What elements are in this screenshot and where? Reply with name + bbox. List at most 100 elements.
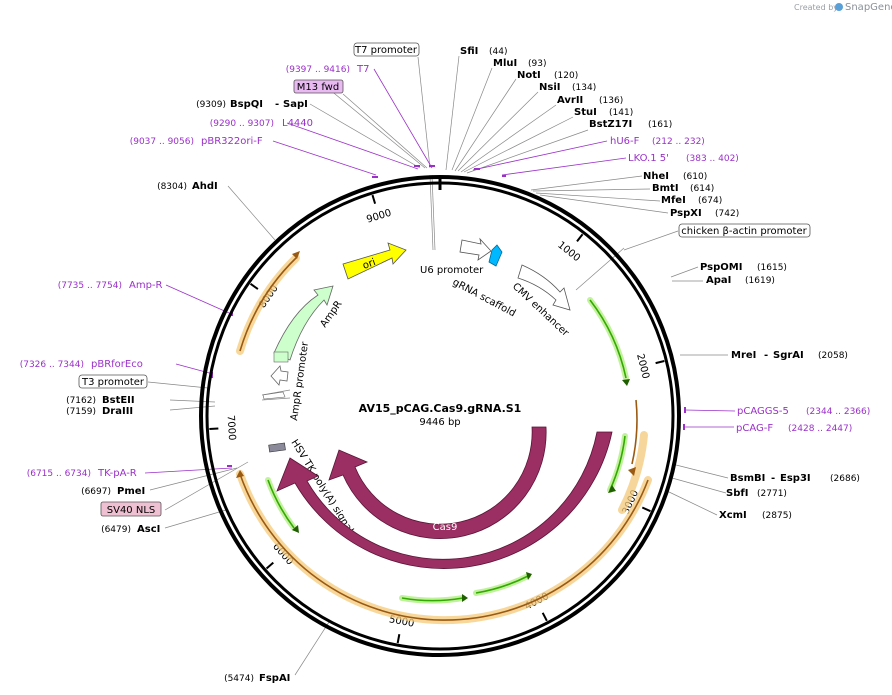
primer-pos: (9397 .. 9416) bbox=[286, 65, 350, 75]
chicken-actin-label: chicken β-actin promoter bbox=[681, 226, 807, 237]
backbone-inner bbox=[205, 181, 675, 651]
grna-scaffold-label: gRNA scaffold bbox=[451, 277, 518, 319]
orange-arrows bbox=[239, 257, 649, 621]
cas9-inner-label: Cas9 bbox=[433, 522, 458, 533]
enzyme-name: XcmI bbox=[719, 510, 747, 521]
enzyme-label-xcmi: XcmI (2875) bbox=[719, 510, 792, 521]
enzyme-label-pspomi: PspOMI (1615) bbox=[700, 262, 787, 273]
enzyme-label-avrii: AvrII (136) bbox=[557, 95, 623, 106]
primer-label-lko1: LKO.1 5' (383 .. 402) bbox=[628, 153, 739, 164]
enzyme-label-fspai: (5474) FspAI bbox=[224, 673, 290, 684]
primer-label-pbr322ori: (9037 .. 9056) pBR322ori-F bbox=[130, 136, 263, 147]
enzyme-name: StuI bbox=[574, 107, 597, 118]
enzyme-name: BspQI bbox=[230, 99, 263, 110]
ampr-label: AmpR bbox=[318, 299, 344, 330]
enzyme-dash: - bbox=[771, 473, 775, 484]
primer-label-tkpar: (6715 .. 6734) TK-pA-R bbox=[27, 468, 137, 479]
enzyme-label-pmei: (6697) PmeI bbox=[81, 486, 145, 497]
enzyme-name: NheI bbox=[643, 171, 669, 182]
enzyme-label-draiii: (7159) DraIII bbox=[66, 406, 133, 417]
enzyme-dash: - bbox=[764, 350, 768, 361]
primer-name: T7 bbox=[356, 64, 369, 75]
plasmid-name: AV15_pCAG.Cas9.gRNA.S1 bbox=[359, 402, 522, 415]
orange-arrow-head bbox=[292, 251, 300, 259]
enzyme-label-bsteii: (7162) BstEII bbox=[66, 395, 135, 406]
enzyme-label-asci: (6479) AscI bbox=[101, 524, 160, 535]
primer-name: pBR322ori-F bbox=[201, 136, 263, 147]
enzyme-name: BmtI bbox=[652, 183, 679, 194]
primer-name: Amp-R bbox=[129, 280, 163, 291]
primer-name: L4440 bbox=[282, 118, 313, 129]
enzyme-name: AscI bbox=[137, 524, 160, 535]
tick-mark bbox=[249, 283, 259, 290]
primer-connectors bbox=[144, 68, 736, 474]
backbone-outer bbox=[199, 175, 681, 657]
tick-mark bbox=[576, 233, 584, 242]
tick-mark bbox=[209, 427, 219, 430]
cas9-inner-feature bbox=[328, 426, 547, 539]
t7-promoter-label: T7 promoter bbox=[354, 45, 418, 56]
credit-brand: SnapGene bbox=[845, 2, 892, 13]
ori-feature bbox=[342, 242, 407, 280]
enzyme-name: NsiI bbox=[539, 82, 560, 93]
tick-label: 7000 bbox=[225, 415, 237, 441]
primer-name: pBRforEco bbox=[91, 359, 143, 370]
enzyme-name: SfiI bbox=[460, 46, 478, 57]
enzyme-name: SbfI bbox=[726, 488, 748, 499]
orange-arrow-head-2 bbox=[236, 470, 244, 478]
chicken-actin-box bbox=[678, 223, 811, 238]
u6-promoter-feature bbox=[459, 237, 492, 261]
primer-name: TK-pA-R bbox=[97, 468, 137, 479]
tick-label: 9000 bbox=[365, 208, 393, 226]
enzyme-name: DraIII bbox=[102, 406, 133, 417]
enzyme-pos: (9309) bbox=[196, 100, 226, 110]
enzyme-name: MluI bbox=[493, 58, 517, 69]
sv40-nls-box bbox=[100, 501, 162, 517]
primer-name: pCAG-F bbox=[736, 423, 773, 434]
enzyme-name: AhdI bbox=[192, 181, 218, 192]
enzyme-pos: (2771) bbox=[757, 489, 787, 499]
enzyme-name: AvrII bbox=[557, 95, 583, 106]
primer-pos: (6715 .. 6734) bbox=[27, 469, 91, 479]
cas9-outer-label: Cas9 bbox=[450, 575, 475, 586]
tick-label: 2000 bbox=[634, 353, 651, 380]
enzyme-name: FspAI bbox=[259, 673, 290, 684]
enzyme-pos: (614) bbox=[690, 184, 714, 194]
enzyme-pos: (1615) bbox=[757, 263, 787, 273]
enzyme-label-pspxi: PspXI (742) bbox=[670, 208, 739, 219]
enzyme-name: MfeI bbox=[661, 195, 686, 206]
m13-fwd-box bbox=[293, 79, 344, 94]
ampr-promoter-feature bbox=[270, 365, 289, 386]
enzyme-pos: (120) bbox=[554, 71, 578, 81]
enzyme-label-bmti: BmtI (614) bbox=[652, 183, 714, 194]
enzyme-pos: (6697) bbox=[81, 487, 111, 497]
enzyme-pos: (2875) bbox=[762, 511, 792, 521]
t7-promoter-box bbox=[353, 42, 420, 57]
primer-pos: (383 .. 402) bbox=[686, 154, 739, 164]
t3-promoter-box bbox=[78, 374, 148, 389]
enzyme-label-nsii: NsiI (134) bbox=[539, 82, 596, 93]
primer-pos: (9290 .. 9307) bbox=[210, 119, 274, 129]
enzyme-pos: (1619) bbox=[745, 276, 775, 286]
enzyme-pos: (93) bbox=[528, 59, 546, 69]
enzyme-name: PspXI bbox=[670, 208, 702, 219]
enzyme-pos: (8304) bbox=[157, 182, 187, 192]
enzyme-pos: (2686) bbox=[830, 474, 860, 484]
enzyme-label-stui: StuI (141) bbox=[574, 107, 633, 118]
primer-label-l4440: (9290 .. 9307) L4440 bbox=[210, 118, 313, 129]
enzyme-dash: - bbox=[275, 99, 279, 110]
enzyme-pos: (161) bbox=[648, 120, 672, 130]
enzyme-name: BstEII bbox=[102, 395, 135, 406]
enzyme-label-sfii: SfiI (44) bbox=[460, 46, 507, 57]
hsv-tk-marker bbox=[268, 442, 286, 453]
primer-label-pcaggs5: pCAGGS-5 (2344 .. 2366) bbox=[737, 406, 870, 417]
cas9-outer-feature bbox=[276, 431, 613, 569]
tick-mark bbox=[265, 561, 274, 570]
primer-pos: (2344 .. 2366) bbox=[806, 407, 870, 417]
enzyme-name-2: SgrAI bbox=[773, 350, 804, 361]
primer-label-t7: (9397 .. 9416) T7 bbox=[286, 64, 370, 75]
enzyme-pos: (610) bbox=[683, 172, 707, 182]
enzyme-label-bstz17i: BstZ17I (161) bbox=[589, 119, 672, 130]
primer-pos: (212 .. 232) bbox=[652, 137, 705, 147]
ampr-small-box bbox=[273, 351, 289, 363]
